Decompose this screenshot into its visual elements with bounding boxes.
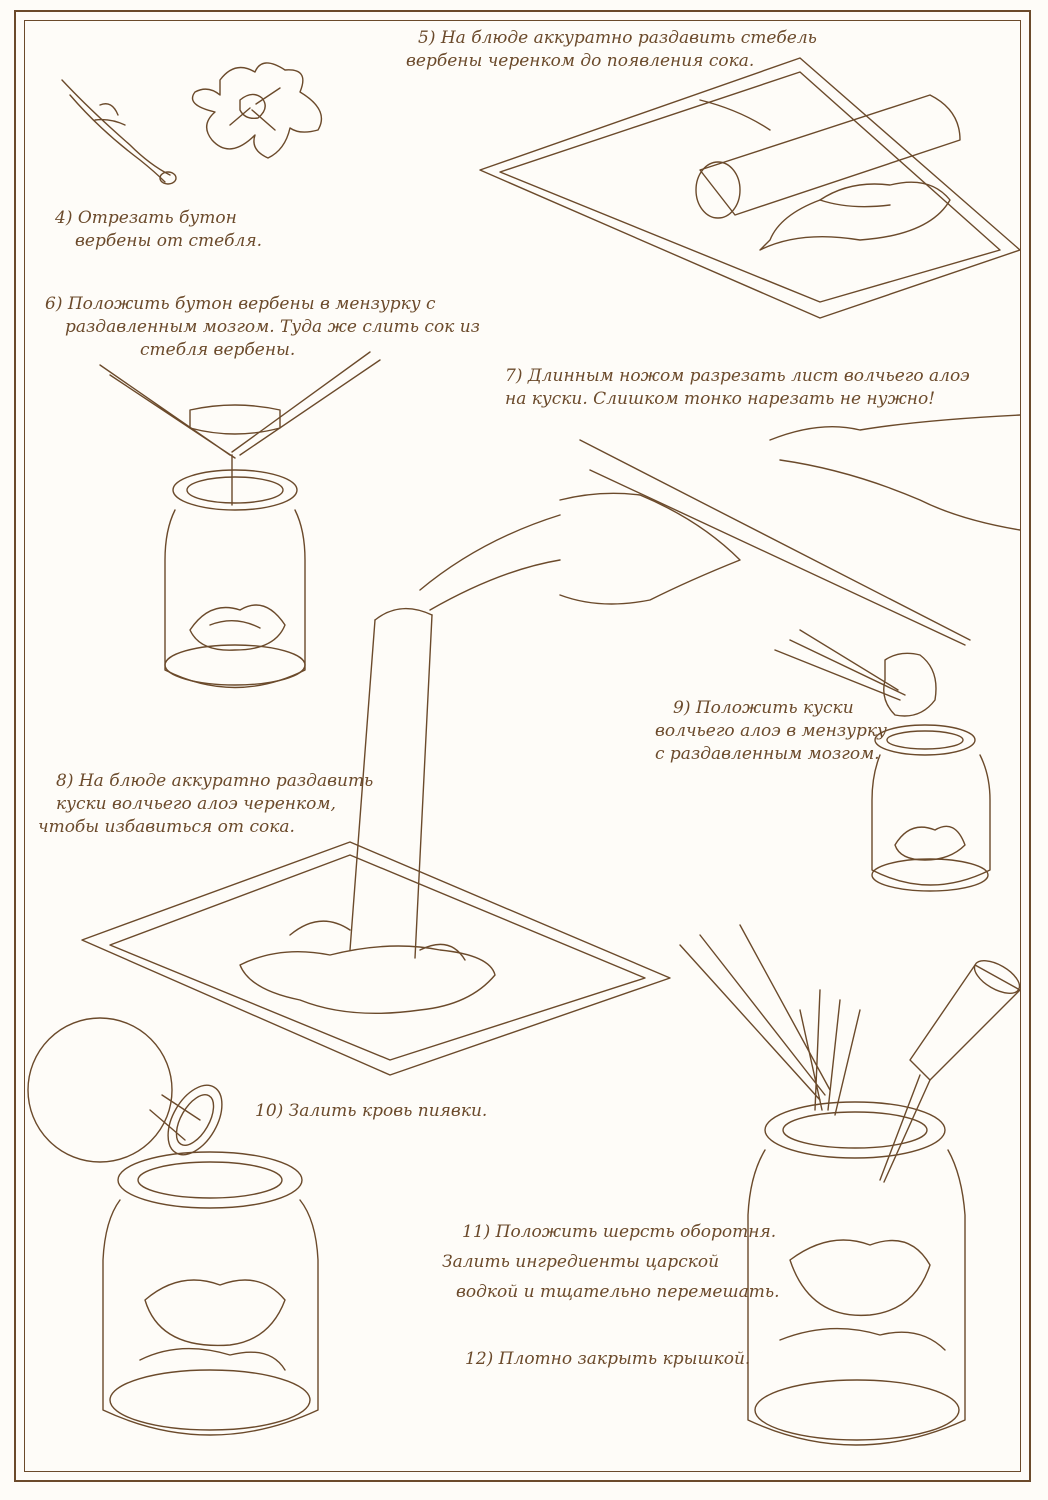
tray-with-roller-illustration xyxy=(479,57,1021,319)
step-11-line-3: водкой и тщательно перемешать. xyxy=(456,1282,780,1302)
step-11-line-1: 11) Положить шерсть оборотня. xyxy=(462,1222,777,1242)
small-jar-with-tweezers-illustration xyxy=(774,629,991,892)
step-12-caption: 12) Плотно закрыть крышкой. xyxy=(465,1348,750,1371)
step-5-caption: 5) На блюде аккуратно раздавить стебель … xyxy=(406,27,817,73)
knife-and-aloe-leaf-illustration xyxy=(419,414,1021,646)
step-12-line-1: 12) Плотно закрыть крышкой. xyxy=(465,1349,751,1369)
step-4-line-1: 4) Отрезать бутон xyxy=(55,208,237,228)
step-10-caption: 10) Залить кровь пиявки. xyxy=(255,1100,487,1123)
verbena-bud-illustration xyxy=(191,62,323,159)
step-9-line-3: с раздавленным мозгом. xyxy=(655,744,880,764)
step-5-line-2: вербены черенком до появления сока. xyxy=(406,51,755,71)
step-8-line-1: 8) На блюде аккуратно раздавить xyxy=(56,771,374,791)
step-7-line-2: на куски. Слишком тонко нарезать не нужн… xyxy=(505,389,936,409)
page-frame-outer xyxy=(14,10,1031,1482)
step-11-caption: 11) Положить шерсть оборотня. Залить инг… xyxy=(442,1217,780,1307)
step-6-line-2: раздавленным мозгом. Туда же слить сок и… xyxy=(65,317,480,337)
step-6-line-3: стебля вербены. xyxy=(140,340,296,360)
step-7-caption: 7) Длинным ножом разрезать лист волчьего… xyxy=(505,365,970,411)
step-8-line-3: чтобы избавиться от сока. xyxy=(38,817,295,837)
large-jar-illustration xyxy=(102,1151,319,1436)
step-7-line-1: 7) Длинным ножом разрезать лист волчьего… xyxy=(505,366,970,386)
step-9-line-1: 9) Положить куски xyxy=(673,698,854,718)
step-11-line-2: Залить ингредиенты царской xyxy=(442,1252,720,1272)
step-8-line-2: куски волчьего алоэ черенком, xyxy=(56,794,336,814)
flask-pouring-illustration xyxy=(27,1017,223,1163)
step-5-line-1: 5) На блюде аккуратно раздавить стебель xyxy=(418,28,817,48)
jar-with-fur-and-pipette-illustration xyxy=(679,924,1021,1446)
step-8-caption: 8) На блюде аккуратно раздавить куски во… xyxy=(38,770,373,839)
step-4-line-2: вербены от стебля. xyxy=(75,231,263,251)
jar-with-tongs-illustration xyxy=(99,351,381,689)
step-10-line-1: 10) Залить кровь пиявки. xyxy=(255,1101,488,1121)
tray-with-aloe-illustration xyxy=(81,841,671,1076)
page-frame-inner xyxy=(24,20,1021,1472)
step-9-caption: 9) Положить куски волчьего алоэ в мензур… xyxy=(655,697,887,766)
step-6-caption: 6) Положить бутон вербены в мензурку с р… xyxy=(45,293,480,362)
pestle-illustration xyxy=(349,607,433,959)
step-6-line-1: 6) Положить бутон вербены в мензурку с xyxy=(45,294,436,314)
verbena-stem-illustration xyxy=(61,79,177,185)
step-4-caption: 4) Отрезать бутон вербены от стебля. xyxy=(55,207,262,253)
step-9-line-2: волчьего алоэ в мензурку xyxy=(655,721,887,741)
